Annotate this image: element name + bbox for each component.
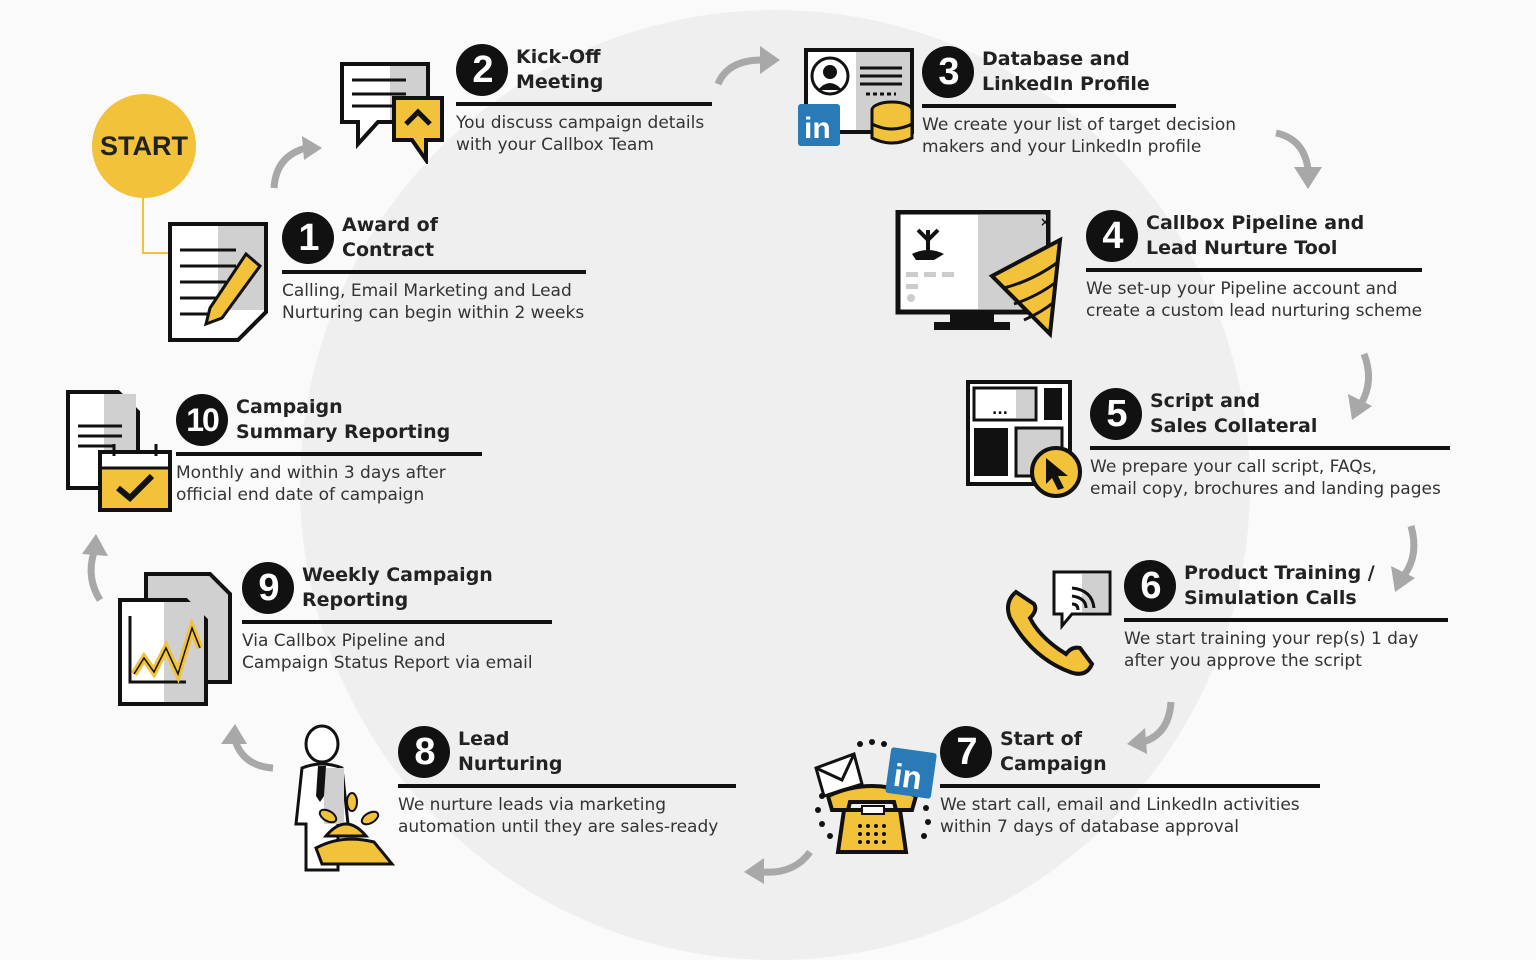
- step-title: Database and LinkedIn Profile: [982, 48, 1150, 95]
- divider: [1124, 618, 1448, 622]
- phone-signal-icon: [1006, 570, 1112, 676]
- divider: [922, 104, 1176, 108]
- step-number-badge: 1: [282, 212, 334, 264]
- divider: [456, 102, 712, 106]
- svg-text:in: in: [891, 757, 924, 797]
- step-title: Product Training / Simulation Calls: [1184, 562, 1375, 609]
- step-number-badge: 4: [1086, 210, 1138, 262]
- start-badge: START: [92, 94, 196, 198]
- step-description: Calling, Email Marketing and Lead Nurtur…: [282, 281, 585, 323]
- step-title: Callbox Pipeline and Lead Nurture Tool: [1146, 212, 1365, 259]
- monitor-funnel-icon: ×: [895, 210, 1063, 339]
- divider: [1090, 446, 1450, 450]
- report-chart-icon: [118, 572, 232, 706]
- arrow-9-to-10-icon: [82, 534, 108, 602]
- step-title: Campaign Summary Reporting: [236, 396, 451, 443]
- arrow-5-to-6-icon: [1391, 525, 1418, 592]
- svg-text:×: ×: [1040, 215, 1050, 229]
- chat-bubbles-icon: [340, 62, 444, 164]
- background-circle: [300, 10, 1250, 960]
- divider: [1086, 268, 1422, 272]
- step-number-badge: 8: [398, 726, 450, 778]
- step-description: We start call, email and LinkedIn activi…: [940, 795, 1300, 837]
- step-title: Award of Contract: [342, 214, 438, 261]
- step-number-badge: 5: [1090, 388, 1142, 440]
- step-description: We set-up your Pipeline account and crea…: [1086, 279, 1423, 321]
- arrow-8-to-9-icon: [221, 724, 274, 772]
- step-number-badge: 2: [456, 44, 508, 96]
- document-calendar-check-icon: [66, 390, 172, 512]
- divider: [940, 784, 1320, 788]
- step-description: You discuss campaign details with your C…: [456, 113, 705, 155]
- divider: [282, 270, 586, 274]
- step-title: Lead Nurturing: [458, 728, 563, 775]
- profile-database-icon: in: [798, 48, 914, 146]
- layout-cursor-icon: ...: [966, 380, 1082, 498]
- phone-email-linkedin-icon: in: [814, 739, 937, 854]
- arrow-1-to-2-icon: [270, 136, 322, 189]
- start-label: START: [100, 130, 188, 161]
- person-plant-icon: [294, 724, 396, 872]
- divider: [176, 452, 482, 456]
- step-description: Via Callbox Pipeline and Campaign Status…: [242, 631, 533, 673]
- step-title: Kick-Off Meeting: [516, 46, 604, 93]
- step-number-badge: 3: [922, 46, 974, 98]
- svg-text:in: in: [804, 112, 831, 145]
- arrow-6-to-7-icon: [1127, 701, 1175, 754]
- arrow-7-to-8-icon: [744, 849, 813, 884]
- contract-pencil-icon: [168, 222, 268, 342]
- step-title: Start of Campaign: [1000, 728, 1107, 775]
- start-connector: [142, 198, 170, 254]
- step-description: We nurture leads via marketing automatio…: [398, 795, 719, 837]
- step-number-badge: 7: [940, 726, 992, 778]
- arrow-4-to-5-icon: [1348, 352, 1372, 420]
- svg-text:...: ...: [992, 402, 1008, 418]
- step-number-badge: 6: [1124, 560, 1176, 612]
- step-number-badge: 10: [176, 394, 228, 446]
- step-description: We create your list of target decision m…: [922, 115, 1237, 157]
- step-description: Monthly and within 3 days after official…: [176, 463, 446, 505]
- step-title: Weekly Campaign Reporting: [302, 564, 493, 611]
- step-description: We start training your rep(s) 1 day afte…: [1124, 629, 1419, 671]
- step-title: Script and Sales Collateral: [1150, 390, 1318, 437]
- divider: [242, 620, 552, 624]
- step-number-badge: 9: [242, 562, 294, 614]
- divider: [398, 784, 736, 788]
- arrow-2-to-3-icon: [714, 46, 780, 86]
- arrow-3-to-4-icon: [1275, 129, 1322, 189]
- step-description: We prepare your call script, FAQs, email…: [1090, 457, 1441, 499]
